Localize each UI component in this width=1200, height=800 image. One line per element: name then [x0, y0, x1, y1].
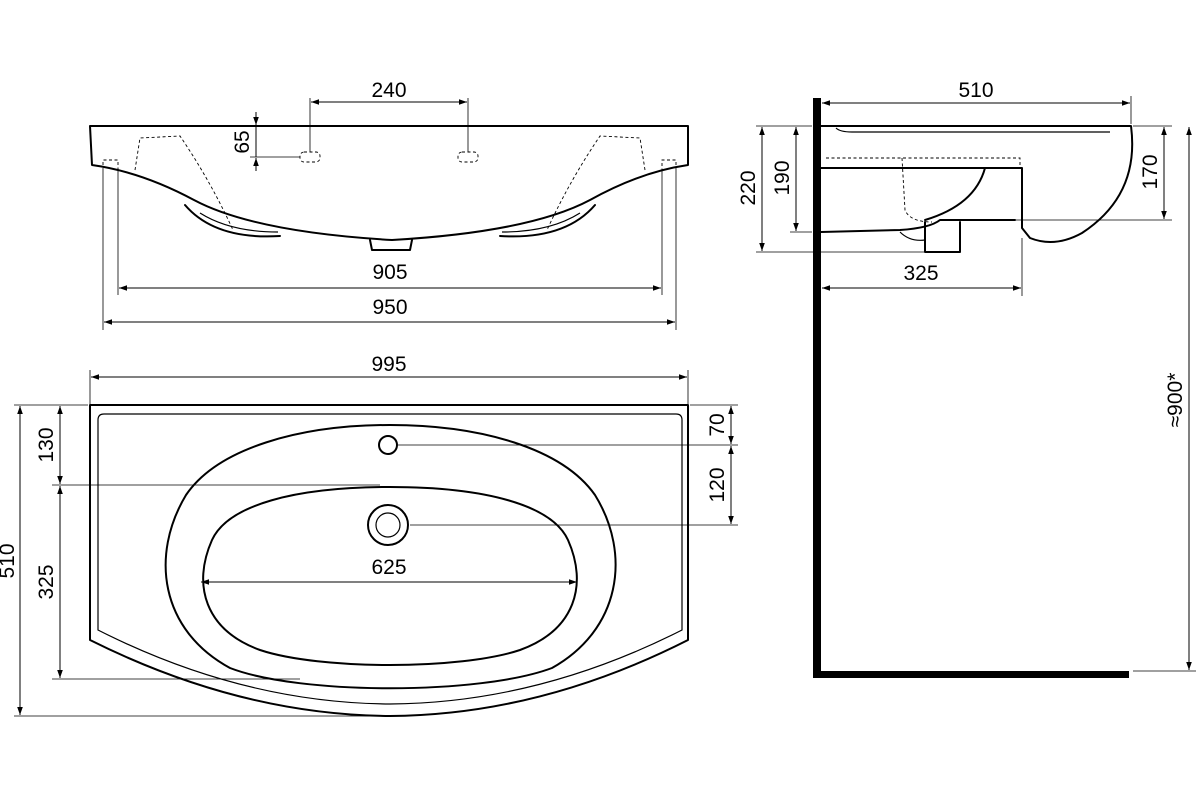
label-900: ≈900* — [1164, 373, 1187, 428]
dim-top-tap-offset: 70 — [398, 404, 738, 446]
dim-side-height-220: 220 — [737, 125, 924, 253]
front-view — [89, 125, 689, 251]
top-view — [89, 404, 689, 717]
dim-top-depth: 510 — [0, 404, 388, 717]
label-905: 905 — [372, 261, 407, 284]
label-65: 65 — [231, 130, 254, 153]
dim-front-hole-height: 65 — [231, 112, 300, 171]
dim-top-drain-offset: 120 — [410, 446, 738, 526]
label-950: 950 — [372, 296, 407, 319]
dim-side-bracket-depth: 325 — [822, 238, 1023, 296]
label-170: 170 — [1139, 154, 1162, 189]
dim-front-outer-width: 950 — [102, 168, 677, 330]
dim-side-mount-height: ≈900* — [1133, 127, 1196, 672]
dim-top-front-130: 130 — [35, 406, 380, 486]
label-995: 995 — [371, 353, 406, 376]
label-70: 70 — [706, 413, 729, 436]
label-120: 120 — [706, 467, 729, 502]
wall — [813, 98, 821, 678]
dim-top-bowl-depth: 325 — [35, 486, 300, 680]
dim-front-inner-width: 905 — [117, 170, 663, 295]
label-325-top: 325 — [35, 564, 58, 599]
dim-top-bowl-width: 625 — [201, 556, 577, 585]
dim-front-hole-spacing: 240 — [309, 79, 469, 152]
dim-side-height-190: 190 — [771, 127, 812, 233]
floor-line — [813, 671, 1129, 678]
label-190: 190 — [771, 160, 794, 195]
label-510-top: 510 — [0, 543, 19, 578]
label-510-side: 510 — [958, 79, 993, 102]
label-625: 625 — [371, 556, 406, 579]
dim-side-height-170: 170 — [1015, 125, 1172, 221]
side-view — [813, 98, 1134, 678]
label-325-side: 325 — [903, 262, 938, 285]
label-240: 240 — [371, 79, 406, 102]
dim-side-depth: 510 — [822, 79, 1132, 124]
label-220: 220 — [737, 170, 760, 205]
label-130: 130 — [35, 427, 58, 462]
dim-top-width: 995 — [89, 353, 689, 404]
